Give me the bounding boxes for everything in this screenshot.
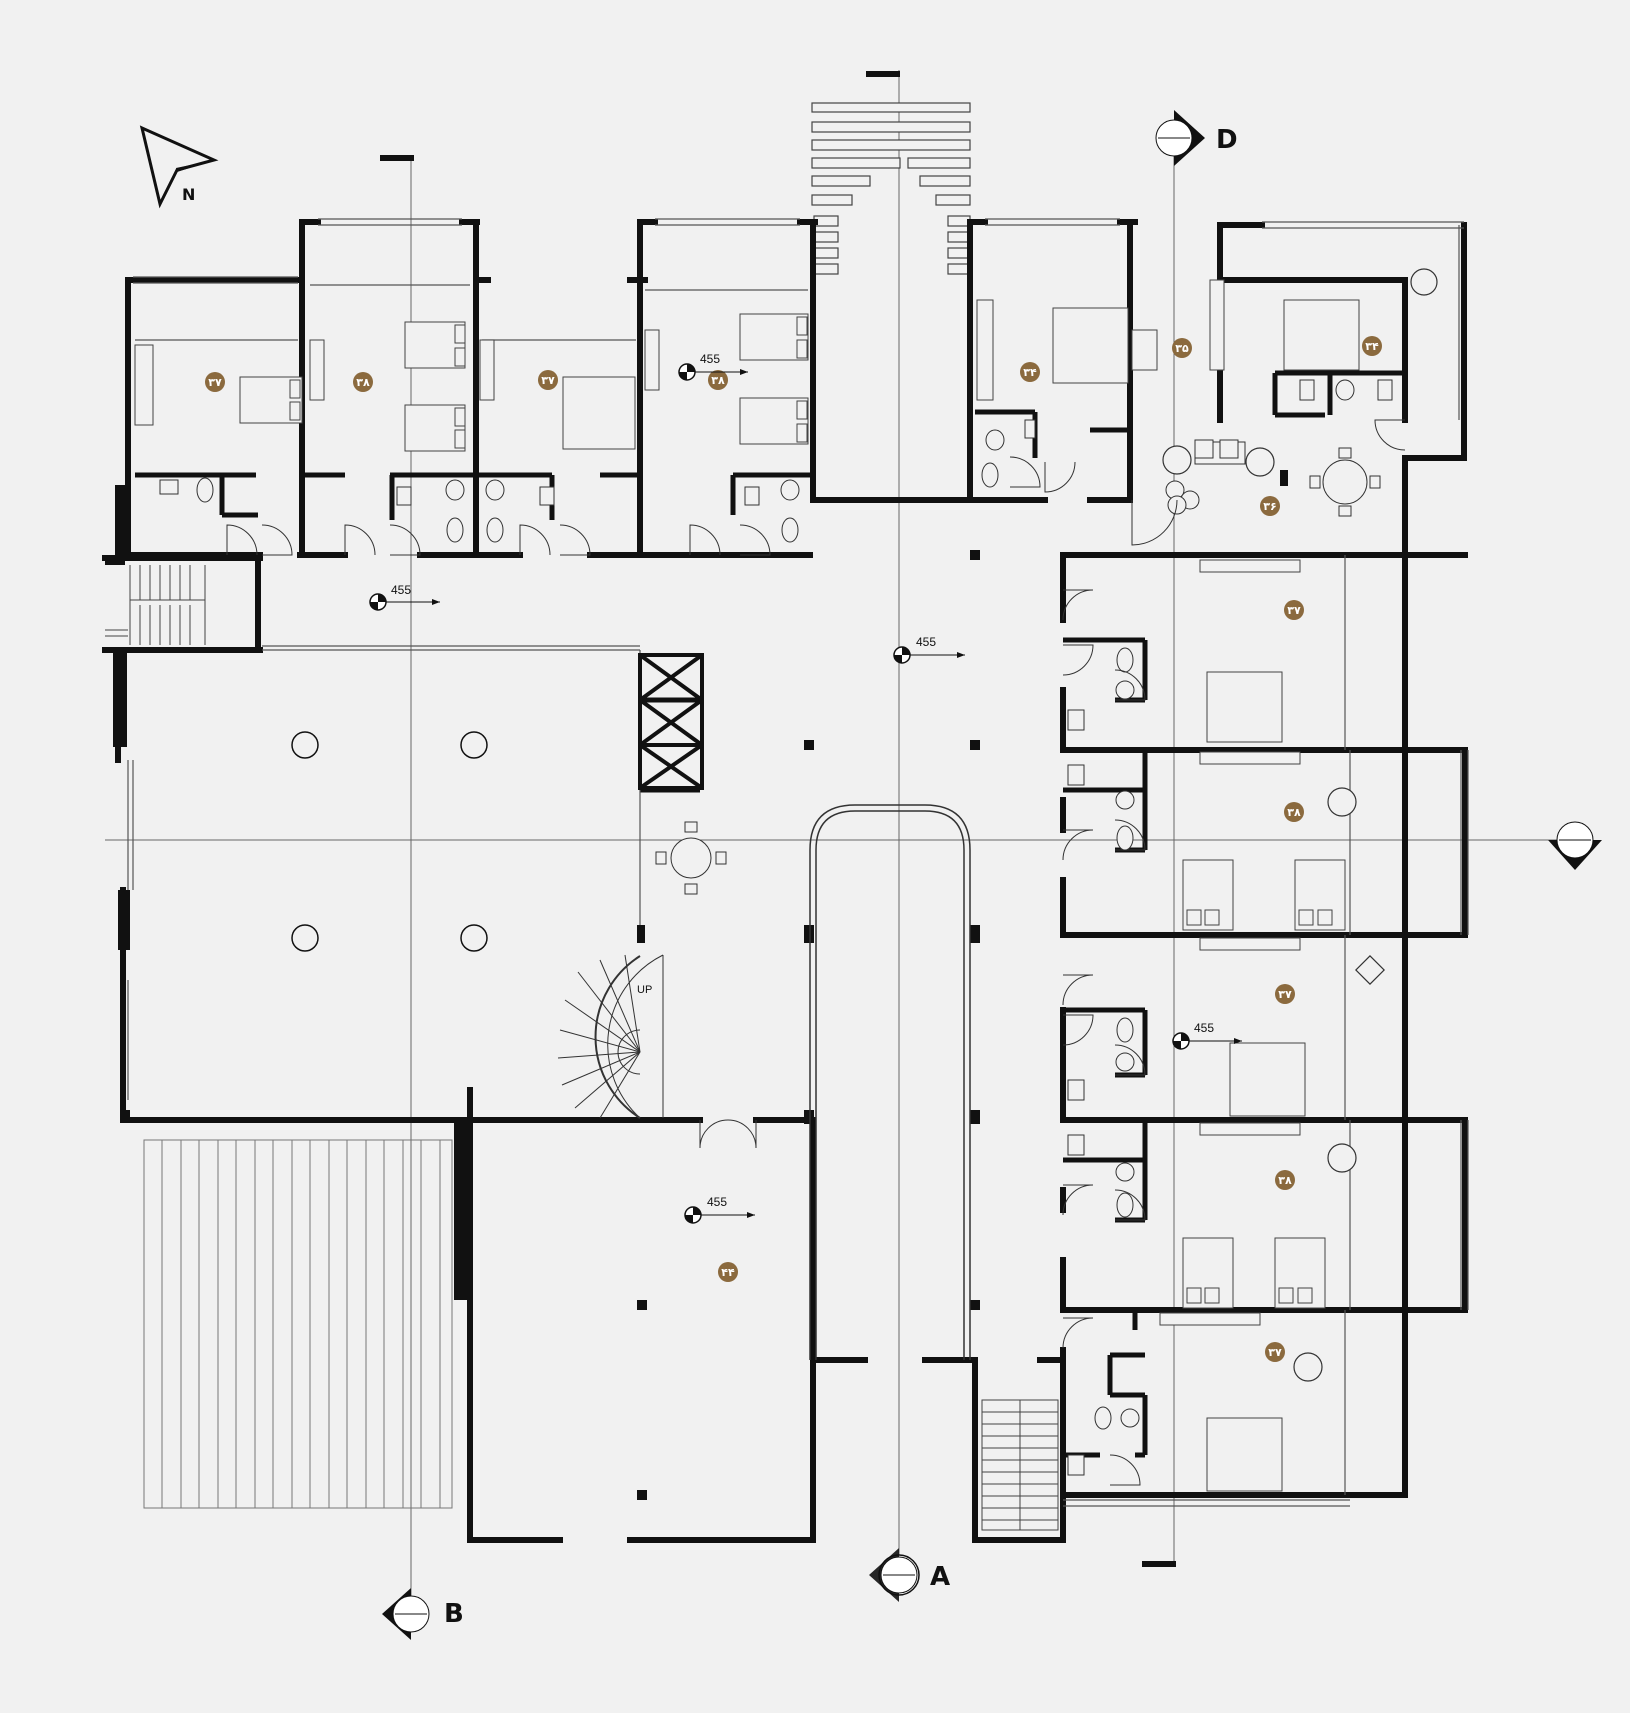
round-columns (291, 731, 488, 952)
section-markers: A B D (382, 110, 1602, 1640)
svg-text:۳۸: ۳۸ (356, 376, 370, 389)
elevation-marker: 455 (1172, 1021, 1242, 1050)
stair-up-label: UP (637, 984, 652, 996)
room-tag: ۳۸ (1275, 1170, 1295, 1190)
door-swings (226, 419, 1406, 1486)
room-tag: ۳۷ (205, 372, 225, 392)
svg-text:۴۴: ۴۴ (721, 1266, 735, 1279)
svg-text:455: 455 (707, 1195, 727, 1209)
svg-text:۳۵: ۳۵ (1175, 342, 1189, 355)
lounge-furniture (655, 439, 1381, 895)
north-arrow: N (139, 125, 219, 209)
room-tag: ۳۷ (1265, 1342, 1285, 1362)
room-tag: ۳۴ (1362, 336, 1382, 356)
axis-lines (105, 70, 1585, 1605)
pillows (289, 316, 1333, 1304)
svg-text:۳۷: ۳۷ (541, 374, 555, 387)
svg-text:455: 455 (1194, 1021, 1214, 1035)
room-tag: ۳۵ (1172, 338, 1192, 358)
room-tag: ۳۴ (1020, 362, 1040, 382)
spiral-stair: UP (557, 954, 664, 1119)
elevation-marker: 455 (893, 635, 965, 664)
svg-text:۳۷: ۳۷ (208, 376, 222, 389)
svg-text:455: 455 (700, 352, 720, 366)
central-ramp (809, 804, 971, 1360)
bottom-stair (981, 1399, 1059, 1531)
left-wall-blocks (105, 485, 468, 1300)
svg-text:455: 455 (916, 635, 936, 649)
room-tag: ۳۸ (708, 370, 728, 390)
bathroom-fixtures (159, 379, 1393, 1476)
svg-text:۳۶: ۳۶ (1263, 500, 1276, 513)
svg-text:۳۴: ۳۴ (1365, 340, 1379, 353)
svg-text:۳۸: ۳۸ (711, 374, 725, 387)
room-tag: ۳۸ (353, 372, 373, 392)
svg-text:۳۷: ۳۷ (1278, 988, 1292, 1001)
svg-text:۳۸: ۳۸ (1278, 1174, 1292, 1187)
exterior-walls (102, 219, 1468, 1543)
room-tag: ۳۶ (1260, 496, 1280, 516)
left-stair (105, 565, 206, 645)
north-label: N (182, 185, 195, 204)
elevation-marker: 455 (678, 352, 748, 381)
columns (637, 470, 1288, 1500)
section-marker-b: B (382, 1588, 464, 1640)
svg-text:۳۷: ۳۷ (1287, 604, 1301, 617)
room-tag: ۳۷ (1275, 984, 1295, 1004)
elevation-markers: 455 455 455 455 455 (369, 352, 1242, 1224)
section-marker-d: D (1155, 110, 1238, 166)
section-marker-e (1548, 821, 1602, 870)
elevation-marker: 455 (684, 1195, 755, 1224)
room-tag: ۴۴ (718, 1262, 738, 1282)
svg-text:۳۸: ۳۸ (1287, 806, 1301, 819)
axis-end-marks (380, 71, 1176, 1567)
top-entrance-steps (811, 102, 971, 275)
room-tag: ۳۷ (1284, 600, 1304, 620)
svg-text:455: 455 (391, 583, 411, 597)
section-label: B (444, 1599, 464, 1629)
armchairs (1162, 268, 1438, 1382)
room-tag: ۳۸ (1284, 802, 1304, 822)
section-marker-a: A (869, 1548, 950, 1602)
svg-text:۳۴: ۳۴ (1023, 366, 1037, 379)
wardrobes (134, 279, 1301, 1326)
section-label: D (1216, 125, 1238, 155)
section-label: A (930, 1562, 950, 1592)
bottom-left-steps (143, 1139, 453, 1509)
svg-text:۳۷: ۳۷ (1268, 1346, 1282, 1359)
elevator-shafts (638, 653, 704, 790)
room-tag: ۳۷ (538, 370, 558, 390)
room-tags: ۳۷ ۳۸ ۳۷ ۳۸ ۳۴ ۳۵ ۳۴ ۳۶ ۳۷ ۳۸ ۳۷ ۳۸ ۳۷ ۴… (205, 336, 1382, 1362)
elevation-marker: 455 (369, 583, 440, 611)
